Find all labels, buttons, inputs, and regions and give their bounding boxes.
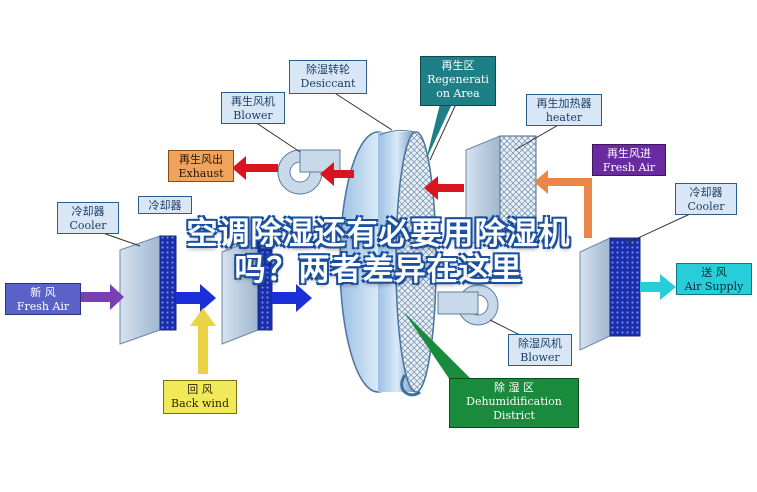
back-wind-arrow: [190, 308, 216, 374]
air-supply-arrow: [640, 274, 676, 300]
regen-blower-cn: 再生风机: [231, 95, 275, 108]
cooler-right-en: Cooler: [687, 200, 725, 213]
cooler-right-cn: 冷却器: [689, 186, 723, 199]
label-regeneration: 再生区 Regenerati on Area: [420, 56, 496, 106]
back-wind-en: Back wind: [170, 397, 230, 410]
dehum-blower-cn: 除湿风机: [518, 337, 562, 350]
dehum-leader: [404, 312, 470, 380]
regen-blower-unit: [277, 149, 341, 195]
regen-fresh-en: Fresh Air: [602, 161, 656, 174]
regen-air-arrows: [232, 156, 464, 200]
dehum-blower-en: Blower: [520, 351, 560, 364]
fresh-air-arrow: [80, 284, 124, 310]
label-exhaust: 再生风出 Exhaust: [168, 150, 234, 182]
label-regen-fresh: 再生风进 Fresh Air: [592, 144, 666, 176]
exhaust-en: Exhaust: [178, 167, 224, 180]
label-back-wind: 回 风 Back wind: [163, 380, 237, 414]
air-supply-en: Air Supply: [684, 280, 744, 293]
regen-blower-en: Blower: [233, 109, 273, 122]
mid-cooler-unit: [221, 237, 273, 345]
label-air-supply: 送 风 Air Supply: [676, 263, 752, 295]
label-regen-blower: 再生风机 Blower: [221, 92, 285, 124]
fresh-air-en: Fresh Air: [16, 300, 70, 313]
desiccant-wheel: [339, 130, 437, 397]
regen-fresh-cn: 再生风进: [607, 147, 651, 160]
dehum-blower-unit: [437, 284, 499, 326]
desiccant-en: Desiccant: [300, 77, 356, 90]
label-cooler-top-partial: 冷却器: [138, 196, 192, 214]
label-desiccant: 除湿转轮 Desiccant: [289, 60, 367, 94]
regen-heater-en: heater: [545, 111, 583, 124]
regen-fresh-arrow: [534, 170, 592, 238]
regen-heater-unit: [465, 135, 537, 247]
right-cooler-unit: [579, 237, 641, 351]
label-cooler-left: 冷却器 Cooler: [57, 202, 119, 234]
exhaust-cn: 再生风出: [179, 153, 223, 166]
back-wind-cn: 回 风: [187, 383, 213, 396]
label-fresh-air: 新 风 Fresh Air: [5, 283, 81, 315]
regen-leader: [426, 104, 452, 160]
cooler-left-cn: 冷却器: [71, 205, 105, 218]
overlay-title-line2: 吗？两者差异在这里: [234, 252, 523, 288]
dehum-district-en: Dehumidification District: [466, 395, 562, 422]
leader-lines: [99, 89, 691, 341]
cooler-left-en: Cooler: [69, 219, 107, 232]
regeneration-cn: 再生区: [441, 59, 475, 72]
regen-heater-cn: 再生加热器: [536, 97, 592, 110]
overlay-title-line1: 空调除湿还有必要用除湿机: [186, 216, 571, 252]
air-supply-cn: 送 风: [701, 266, 727, 279]
cooler-top-cn: 冷却器: [148, 199, 182, 212]
regeneration-en: Regenerati on Area: [427, 73, 489, 100]
fresh-air-cn: 新 风: [30, 286, 56, 299]
left-cooler-unit: [119, 235, 177, 345]
dehum-district-cn: 除 湿 区: [494, 381, 534, 394]
label-dehum-blower: 除湿风机 Blower: [508, 334, 572, 366]
process-air-arrows: [176, 284, 312, 312]
desiccant-cn: 除湿转轮: [306, 63, 350, 76]
label-dehum-district: 除 湿 区 Dehumidification District: [449, 378, 579, 428]
label-cooler-right: 冷却器 Cooler: [675, 183, 737, 215]
label-regen-heater: 再生加热器 heater: [526, 94, 602, 126]
